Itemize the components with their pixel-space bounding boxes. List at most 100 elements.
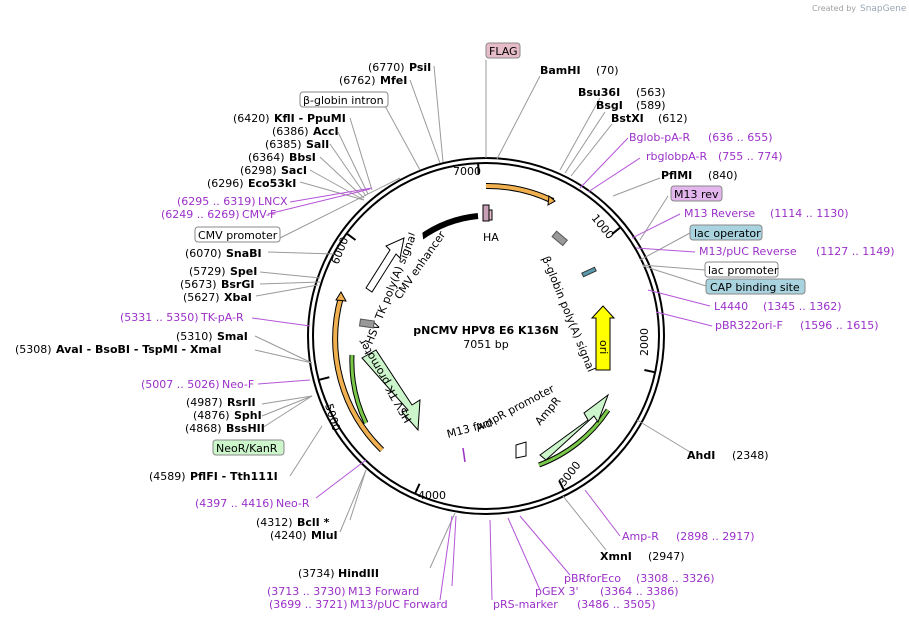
feature-black-arc [418, 213, 479, 241]
ruler-ticks [318, 163, 656, 495]
site-bsu36i-pos: (563) [636, 86, 666, 99]
site-eco53ki: Eco53kI [248, 177, 296, 190]
site-xmni-pos: (2947) [648, 550, 685, 563]
backbone-inner [312, 162, 660, 510]
primer-lncx-range: (6295 .. 6319) [177, 195, 256, 208]
site-bstxi: BstXI [611, 112, 644, 125]
hsv-tk-promoter-label: HSV TK promoter [356, 336, 415, 425]
primer-neo-r-range: (4397 .. 4416) [195, 497, 274, 510]
snapgene-logo: SnapGene [860, 4, 907, 14]
lac-promoter-box [704, 261, 779, 278]
leader-lines [251, 60, 713, 601]
site-pflfi: PflFI - Tth111I [190, 470, 278, 483]
site-psii-pos: (6770) [368, 61, 405, 74]
m13rev-box [670, 185, 723, 202]
orf-arc-top-arrow [547, 195, 556, 206]
primer-m13puc-reverse-range: (1127 .. 1149) [816, 245, 895, 258]
lac-promoter-box-label: lac promoter [708, 264, 779, 277]
primer-l4440: L4440 [714, 300, 748, 313]
site-saci-pos: (6298) [240, 164, 277, 177]
site-sali: SalI [306, 138, 329, 151]
primer-tk-pa-r-range: (5331 .. 5350) [120, 311, 199, 324]
site-bsrgi: BsrGI [221, 278, 254, 291]
primer-bglob-pa-r: Bglob-pA-R [629, 131, 691, 144]
primer-m13-reverse: M13 Reverse [684, 207, 755, 220]
site-mfei: MfeI [380, 74, 407, 87]
ruler-2000: 2000 [638, 328, 651, 356]
site-avai-pos: (5308) [15, 343, 52, 356]
primer-rbglobpa-r: rbglobpA-R [646, 150, 707, 163]
orf-ampr [538, 409, 610, 467]
site-xbai-pos: (5627) [183, 291, 220, 304]
site-smai: SmaI [217, 330, 248, 343]
primer-neo-r: Neo-R [276, 497, 310, 510]
site-psii: PsiI [409, 61, 431, 74]
site-saci: SacI [281, 164, 307, 177]
cmv-promoter-box-label: CMV promoter [198, 229, 278, 242]
lac-operator-box-label: lac operator [694, 227, 761, 240]
primer-rbglobpa-r-range: (755 .. 774) [718, 150, 783, 163]
primer-pgex3: pGEX 3' [535, 585, 579, 598]
ruler-6000: 6000 [329, 235, 352, 266]
ha-tag [482, 204, 490, 222]
site-bbsi: BbsI [289, 151, 316, 164]
flag-box-label: FLAG [489, 45, 518, 58]
primer-pbr322ori-f: pBR322ori-F [715, 319, 783, 332]
site-pflfi-pos: (4589) [149, 470, 186, 483]
cap-box-label: CAP binding site [710, 281, 800, 294]
ha-label: HA [483, 231, 499, 244]
m13-fwd-label: M13 fwd [445, 416, 493, 441]
flag-box [485, 42, 521, 59]
primer-m13puc-forward-range: (3699 .. 3721) [269, 598, 348, 611]
site-avai: AvaI - BsoBI - TspMI - XmaI [56, 343, 221, 356]
ori-arrow [590, 305, 616, 371]
site-kfli: KflI - PpuMI [274, 112, 346, 125]
site-smai-pos: (5310) [176, 330, 213, 343]
neor-box-label: NeoR/KanR [216, 442, 278, 455]
site-mlui-pos: (4240) [270, 529, 307, 542]
hsv-block [358, 318, 375, 329]
site-xbai: XbaI [224, 291, 252, 304]
site-bsrgi-pos: (5673) [180, 278, 217, 291]
primer-cmv-f-range: (6249 .. 6269) [161, 208, 240, 221]
ampr-arrow [539, 393, 610, 461]
site-snabi: SnaBI [226, 247, 262, 260]
site-sphi: SphI [234, 409, 262, 422]
ruler-tick [558, 480, 565, 491]
primer-amp-r: Amp-R [622, 530, 659, 543]
cmv-enhancer-arrow [365, 237, 405, 293]
flag-tag [488, 209, 493, 221]
cmv-promoter-box [194, 226, 281, 243]
site-sphi-pos: (4876) [193, 409, 230, 422]
orf-neo [350, 354, 368, 424]
orf-left [333, 296, 384, 452]
primer-pbr322ori-f-range: (1596 .. 1615) [800, 319, 879, 332]
site-bsu36i: Bsu36I [578, 86, 620, 99]
primer-prs-marker-range: (3486 .. 3505) [577, 598, 656, 611]
ruler-tick [644, 369, 656, 374]
ruler-tick [611, 226, 622, 235]
site-hindiii-pos: (3734) [298, 567, 335, 580]
lac-block [581, 266, 597, 278]
orf-left-arrow [335, 291, 347, 302]
primer-l4440-range: (1345 .. 1362) [763, 300, 842, 313]
site-hindiii: HindIII [338, 567, 379, 580]
plasmid-name: pNCMV HPV8 E6 K136N [413, 324, 558, 337]
primer-m13-forward: M13 Forward [348, 585, 419, 598]
ruler-tick [318, 376, 330, 381]
lac-operator-box [689, 224, 763, 241]
m13rev-box-label: M13 rev [674, 188, 719, 201]
primer-neo-f: Neo-F [222, 378, 254, 391]
site-mfei-pos: (6762) [339, 74, 376, 87]
site-kfli-pos: (6420) [233, 112, 270, 125]
site-spei: SpeI [230, 265, 257, 278]
ruler-7000: 7000 [453, 165, 481, 178]
primer-pbrforeco-range: (3308 .. 3326) [636, 572, 715, 585]
primer-bglob-pa-r-range: (636 .. 655) [708, 131, 773, 144]
ampr-promoter-block [515, 441, 527, 459]
primer-amp-r-range: (2898 .. 2917) [676, 530, 755, 543]
site-bsgi: BsgI [596, 99, 623, 112]
cmv-promoter-block [414, 230, 424, 246]
primer-cmv-f: CMV-F [242, 208, 276, 221]
